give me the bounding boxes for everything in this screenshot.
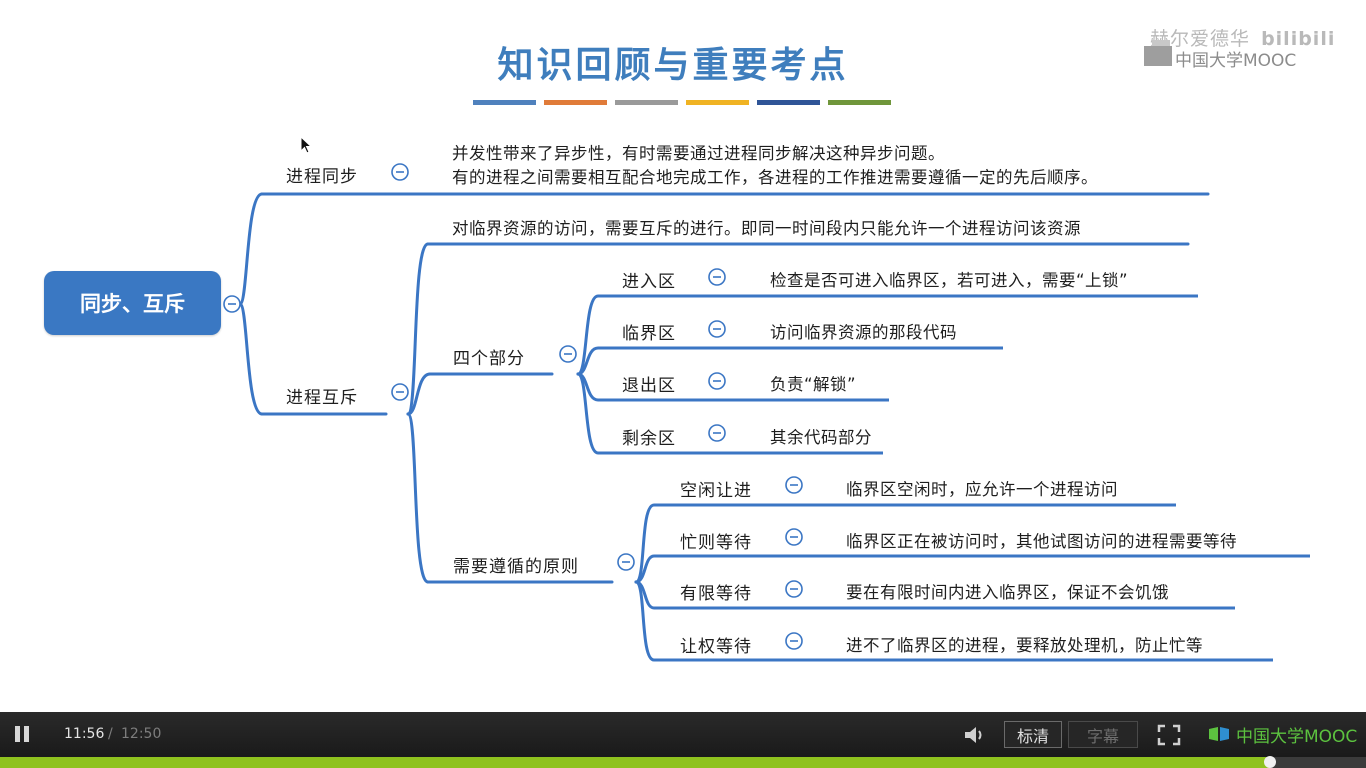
edge-mutex-desc [406, 242, 430, 416]
edge-mutex-parts [406, 372, 432, 416]
current-time: 11:56 [64, 726, 105, 742]
sync-desc-1: 并发性带来了异步性，有时需要通过进程同步解决这种异步问题。 [452, 144, 945, 163]
slide-title: 知识回顾与重要考点 [497, 44, 849, 86]
node-mutex[interactable]: 进程互斥 [286, 388, 358, 408]
title-bar-segment [473, 100, 536, 105]
part-name[interactable]: 退出区 [622, 376, 676, 396]
quality-button[interactable]: 标清 [1004, 721, 1062, 748]
part-name[interactable]: 临界区 [622, 324, 676, 344]
mindmap-lines [223, 163, 1310, 662]
principle-desc: 临界区正在被访问时，其他试图访问的进程需要等待 [846, 532, 1237, 551]
edge-root-sync [238, 192, 264, 306]
progress-bar[interactable] [0, 756, 1366, 768]
title-color-bars [473, 100, 891, 105]
mooc-logo-icon-base [1144, 46, 1172, 66]
part-name[interactable]: 剩余区 [622, 429, 676, 449]
principle-name[interactable]: 有限等待 [680, 584, 752, 604]
pause-icon[interactable] [12, 724, 32, 744]
mooc-brand-icon [1209, 727, 1229, 741]
title-bar-segment [828, 100, 891, 105]
title-bar-segment [544, 100, 607, 105]
node-parts[interactable]: 四个部分 [453, 349, 525, 369]
player-control-bar: 11:56 / 12:50 标清 字幕 中国大学MOOC [0, 712, 1366, 757]
progress-fill [0, 757, 1271, 768]
node-sync[interactable]: 进程同步 [286, 167, 358, 187]
edge-parts-4 [576, 372, 600, 455]
edge-root-mutex [238, 302, 264, 416]
title-bar-segment [686, 100, 749, 105]
root-node[interactable]: 同步、互斥 [44, 271, 221, 335]
total-time: 12:50 [121, 726, 162, 742]
mouse-cursor-icon [300, 136, 313, 154]
part-desc: 负责“解锁” [770, 375, 857, 394]
principle-name[interactable]: 忙则等待 [680, 533, 752, 553]
channel-name: 赫尔爱德华 [1150, 28, 1251, 50]
principle-desc: 进不了临界区的进程，要释放处理机，防止忙等 [846, 636, 1203, 655]
mooc-brand[interactable]: 中国大学MOOC [1236, 727, 1358, 747]
volume-icon[interactable] [962, 724, 986, 746]
site-name: bilibili [1261, 28, 1336, 50]
principle-name[interactable]: 让权等待 [680, 637, 752, 657]
progress-handle[interactable] [1264, 756, 1277, 768]
sync-desc-2: 有的进程之间需要相互配合地完成工作，各进程的工作推进需要遵循一定的先后顺序。 [452, 168, 1098, 187]
channel-watermark: 赫尔爱德华 bilibili [1150, 24, 1335, 51]
edge-mutex-principles [406, 412, 430, 584]
subtitle-button[interactable]: 字幕 [1068, 721, 1138, 748]
slide: 赫尔爱德华 bilibili 中国大学MOOC 知识回顾与重要考点 [44, 24, 1335, 662]
edge-principle-1 [634, 503, 656, 584]
principle-name[interactable]: 空闲让进 [680, 481, 752, 501]
fullscreen-icon[interactable] [1157, 724, 1181, 746]
title-bar-segment [615, 100, 678, 105]
part-name[interactable]: 进入区 [622, 272, 676, 292]
part-desc: 其余代码部分 [770, 428, 872, 447]
principle-desc: 临界区空闲时，应允许一个进程访问 [846, 480, 1118, 499]
title-bar-segment [757, 100, 820, 105]
mutex-desc: 对临界资源的访问，需要互斥的进行。即同一时间段内只能允许一个进程访问该资源 [452, 219, 1081, 238]
part-desc: 访问临界资源的那段代码 [770, 323, 957, 342]
principle-desc: 要在有限时间内进入临界区，保证不会饥饿 [846, 583, 1169, 602]
time-separator: / [108, 726, 113, 742]
mooc-watermark: 中国大学MOOC [1175, 51, 1297, 71]
node-principles[interactable]: 需要遵循的原则 [453, 557, 579, 577]
part-desc: 检查是否可进入临界区，若可进入，需要“上锁” [770, 271, 1129, 290]
edge-principle-4 [634, 580, 656, 662]
